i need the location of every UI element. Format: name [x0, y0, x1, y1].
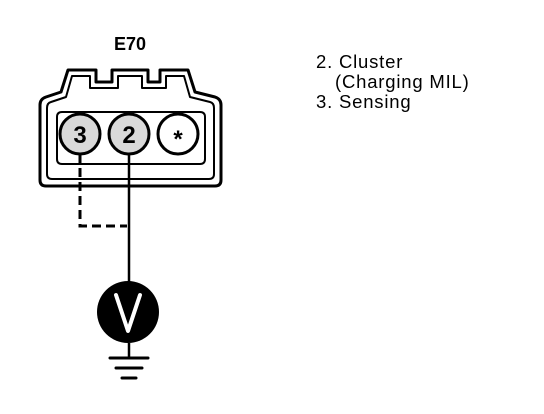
connector-housing [38, 68, 223, 188]
connector-id-label: E70 [114, 34, 146, 54]
voltmeter [97, 281, 159, 343]
voltmeter-v-symbol [114, 293, 142, 333]
pin-2-label: 2 [122, 122, 135, 149]
pin-star-circle [156, 112, 200, 156]
dashed-wire-pin-3 [78, 154, 127, 228]
pin-legend: 2. Cluster (Charging MIL) 3. Sensing [316, 52, 470, 112]
connector-housing-inner [46, 75, 215, 180]
pin-star: * [156, 112, 200, 156]
pin-2: 2 [107, 112, 151, 156]
ground-icon [108, 356, 150, 380]
connector-pin-frame [56, 111, 206, 165]
pin-3-label: 3 [73, 122, 86, 149]
legend-line-cluster: 2. Cluster [316, 51, 404, 72]
voltmeter-body [97, 281, 159, 343]
legend-line-sensing: 3. Sensing [316, 91, 412, 112]
pin-star-label: * [173, 126, 183, 153]
pin-3: 3 [58, 112, 102, 156]
connector-housing-outer [38, 68, 223, 188]
legend-line-charging-mil: (Charging MIL) [335, 71, 470, 92]
